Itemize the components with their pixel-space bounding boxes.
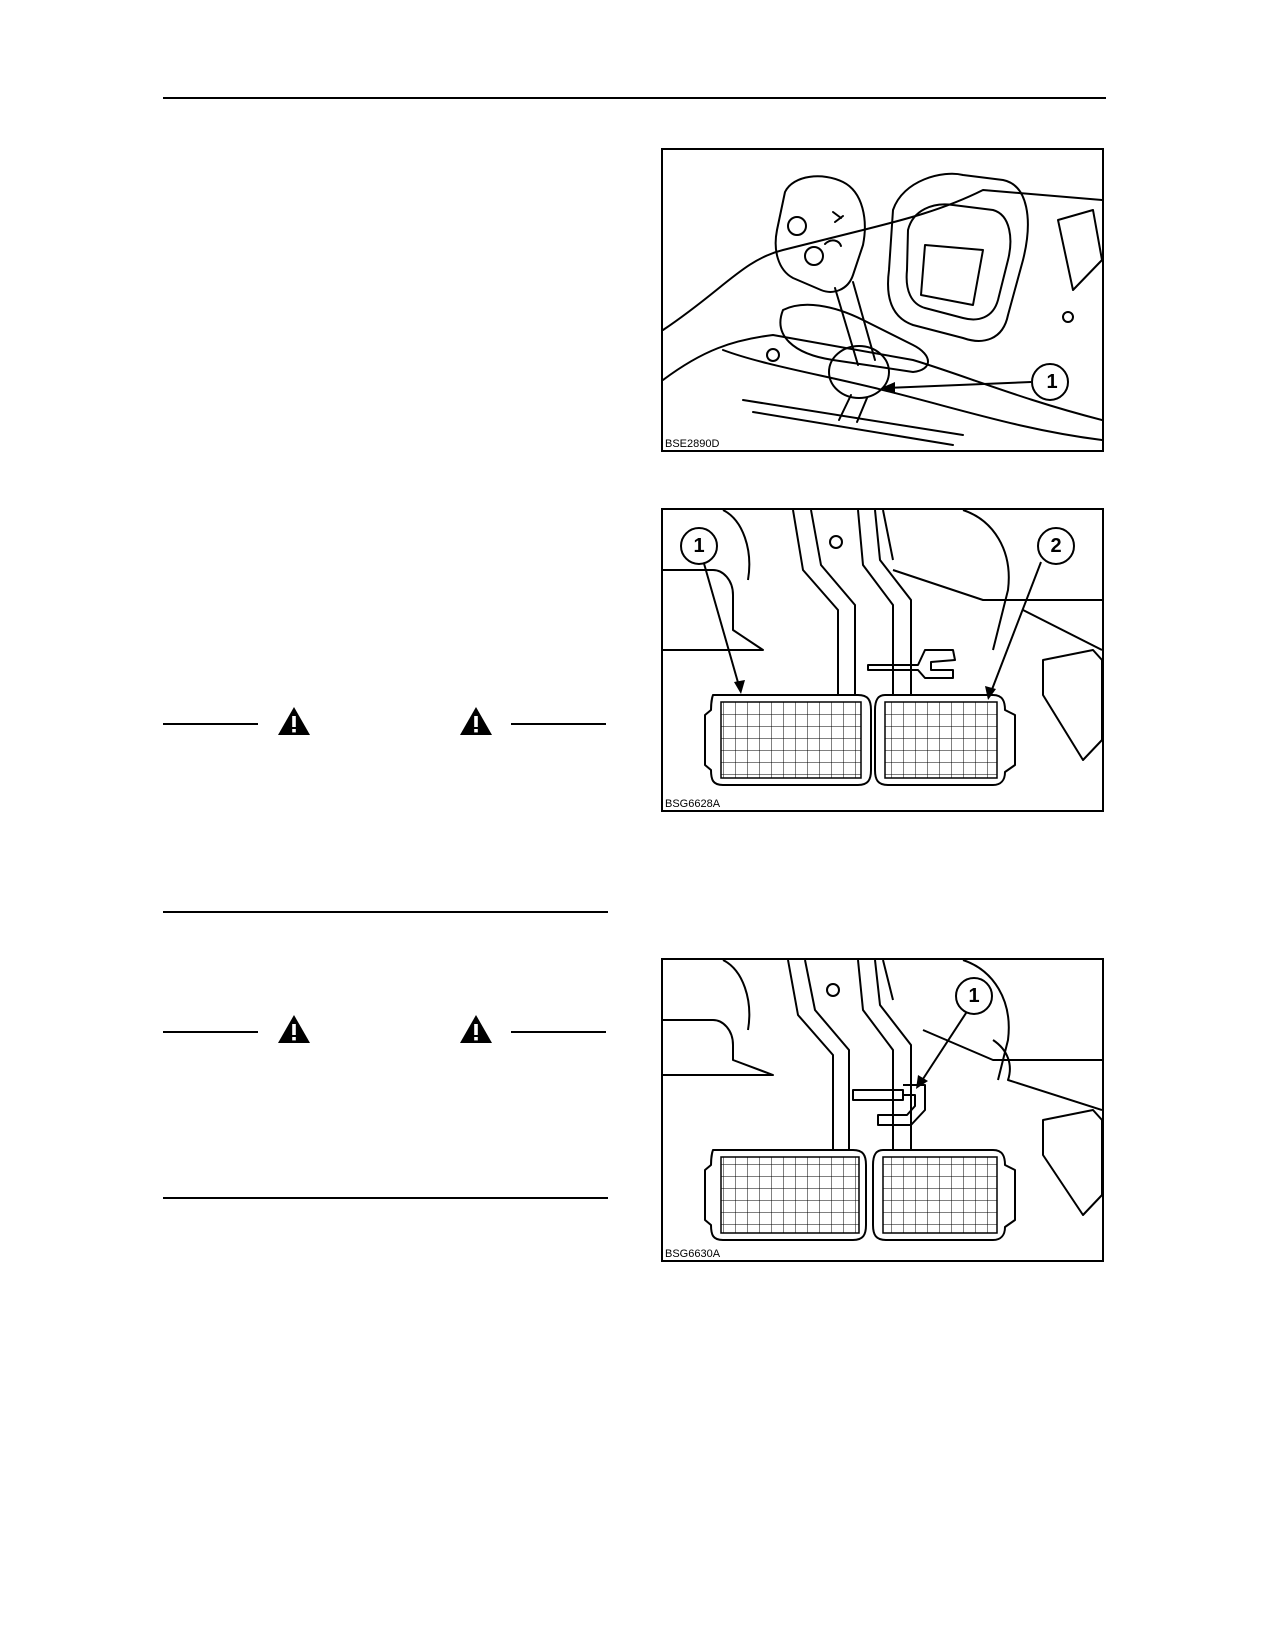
warning-triangle-icon [460, 1015, 492, 1043]
figure-code: BSG6628A [665, 798, 721, 810]
warning-triangle-icon [460, 707, 492, 735]
figure-code: BSE2890D [665, 438, 720, 450]
lever-drawing [663, 172, 1102, 446]
warning-rule-right [511, 1031, 606, 1033]
figure-pedal-latch-illustration: 1 BSG6630A [661, 958, 1104, 1262]
warning-end-rule-1 [163, 911, 608, 913]
warning-triangle-icon [278, 707, 310, 735]
figure-code: BSG6630A [665, 1248, 721, 1260]
pedal-latch-drawing [663, 960, 1102, 1241]
callout-number: 1 [693, 535, 705, 557]
figure-lever-illustration: 1 BSE2890D [661, 148, 1104, 452]
callout-number: 2 [1050, 535, 1062, 557]
warning-rule-left [163, 723, 258, 725]
warning-end-rule-2 [163, 1197, 608, 1199]
warning-rule-right [511, 723, 606, 725]
pedals-drawing [663, 510, 1102, 786]
header-rule [163, 97, 1106, 99]
figure-pedals-illustration: 1 2 BSG6628A [661, 508, 1104, 812]
callout-number: 1 [1046, 371, 1058, 393]
callout-number: 1 [968, 985, 980, 1007]
warning-triangle-icon [278, 1015, 310, 1043]
warning-rule-left [163, 1031, 258, 1033]
